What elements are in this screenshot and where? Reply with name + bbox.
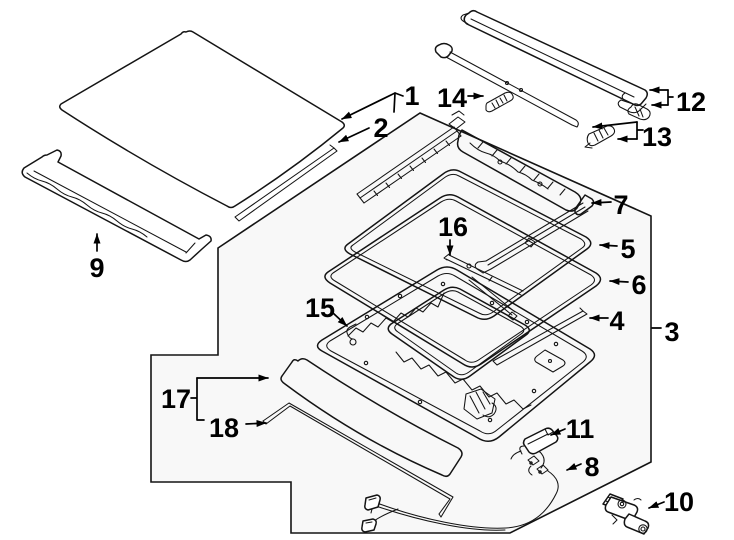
callout-8-number: 8 xyxy=(584,452,599,482)
callout-13-number: 13 xyxy=(642,122,672,152)
callout-12-number: 12 xyxy=(676,87,706,117)
callout-18: 18 xyxy=(209,413,267,443)
callout-2: 2 xyxy=(338,113,389,143)
assembly-region-outline xyxy=(150,112,652,534)
drip-rail-rods xyxy=(443,253,524,321)
side-strip xyxy=(492,307,588,366)
sunroof-glass-panel xyxy=(58,30,346,209)
callout-1-number: 1 xyxy=(404,81,419,111)
callout-15: 15 xyxy=(305,293,348,327)
callout-5-number: 5 xyxy=(620,234,635,264)
callout-14-number: 14 xyxy=(437,83,467,113)
callout-7-number: 7 xyxy=(613,190,628,220)
callouts: 1 2 3 4 5 6 7 8 xyxy=(89,81,706,517)
callout-10-number: 10 xyxy=(664,487,694,517)
callout-1: 1 xyxy=(341,81,420,120)
callout-11: 11 xyxy=(550,414,595,444)
callout-15-number: 15 xyxy=(305,293,335,323)
frame-drive-mechanism xyxy=(456,129,582,212)
wiring-harness xyxy=(361,448,559,533)
callout-6-number: 6 xyxy=(631,270,646,300)
callout-16: 16 xyxy=(438,212,468,256)
seal-loop-upper xyxy=(344,169,592,320)
frame-clip xyxy=(346,323,357,346)
callout-6: 6 xyxy=(609,270,647,300)
deflector-bar-clip xyxy=(584,125,616,149)
callout-5: 5 xyxy=(599,234,636,264)
callout-13: 13 xyxy=(592,121,672,152)
callout-10: 10 xyxy=(648,487,694,517)
frame-main-panel xyxy=(316,266,596,442)
frame-front-rail xyxy=(356,110,466,204)
callout-3-number: 3 xyxy=(664,317,679,347)
callout-3: 3 xyxy=(651,317,680,347)
sunshade-panel xyxy=(280,357,463,478)
callout-18-number: 18 xyxy=(209,413,239,443)
control-module xyxy=(510,427,559,460)
seal-loop-lower xyxy=(324,194,602,368)
callout-7: 7 xyxy=(591,190,629,220)
callout-2-number: 2 xyxy=(373,113,388,143)
callout-17: 17 xyxy=(161,374,269,421)
roof-seal xyxy=(21,149,212,263)
callout-4-number: 4 xyxy=(609,306,624,336)
callout-17-number: 17 xyxy=(161,384,191,414)
deflector-bar xyxy=(434,42,579,128)
ribbed-pad xyxy=(485,91,514,113)
glass-trim-strip xyxy=(234,144,338,222)
callout-9-number: 9 xyxy=(89,253,104,283)
deflector-end-clip-right xyxy=(627,103,651,121)
wind-deflector-blade xyxy=(460,9,649,114)
callout-4: 4 xyxy=(589,306,625,336)
callout-8: 8 xyxy=(566,452,600,482)
callout-16-number: 16 xyxy=(438,212,468,242)
callout-14: 14 xyxy=(437,83,484,113)
callout-9: 9 xyxy=(89,233,105,283)
callout-11-number: 11 xyxy=(566,414,595,444)
callout-12: 12 xyxy=(649,86,706,117)
sunroof-motor xyxy=(602,493,650,535)
